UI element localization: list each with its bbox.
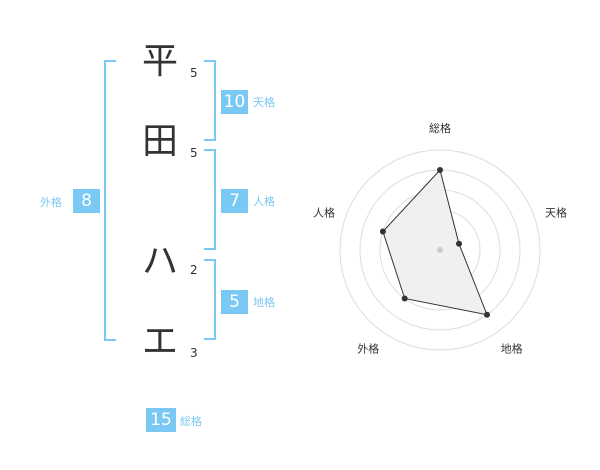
radar-center-dot (437, 247, 443, 253)
radar-label-3: 地格 (501, 342, 523, 356)
name-char-2: 田 (141, 121, 178, 162)
radar-label-5: 人格 (313, 205, 335, 219)
stroke-count-1: 5 (190, 66, 198, 80)
name-char-1: 平 (141, 41, 178, 82)
radar-point-1 (437, 167, 443, 173)
radar-point-3 (484, 311, 490, 318)
tenkaku-value: 10 (221, 90, 248, 114)
chikaku-bracket (204, 259, 216, 340)
stroke-count-2: 5 (190, 146, 198, 160)
radar-label-1: 総格 (429, 121, 451, 135)
radar-point-4 (401, 295, 408, 302)
radar-label-4: 外格 (357, 342, 379, 356)
gaikaku-value: 8 (73, 189, 100, 213)
stroke-count-4: 3 (190, 346, 198, 360)
soukaku-value: 15 (146, 408, 176, 432)
jinkaku-value: 7 (221, 189, 248, 213)
radar-ring-5 (339, 149, 541, 351)
chikaku-label: 地格 (253, 296, 275, 309)
chikaku-value: 5 (221, 290, 248, 314)
gaikaku-label: 外格 (40, 196, 62, 209)
radar-area (382, 168, 488, 316)
gaikaku-bracket (104, 60, 116, 341)
jinkaku-label: 人格 (253, 195, 275, 208)
radar-label-2: 天格 (545, 205, 567, 219)
name-char-3: ハ (141, 241, 178, 282)
name-char-4: エ (141, 321, 178, 362)
radar-point-2 (456, 240, 462, 247)
stroke-count-3: 2 (190, 263, 198, 277)
soukaku-label: 総格 (180, 415, 202, 428)
jinkaku-bracket (204, 149, 216, 250)
radar-point-5 (379, 228, 386, 235)
tenkaku-bracket (204, 60, 216, 141)
tenkaku-label: 天格 (253, 96, 275, 109)
